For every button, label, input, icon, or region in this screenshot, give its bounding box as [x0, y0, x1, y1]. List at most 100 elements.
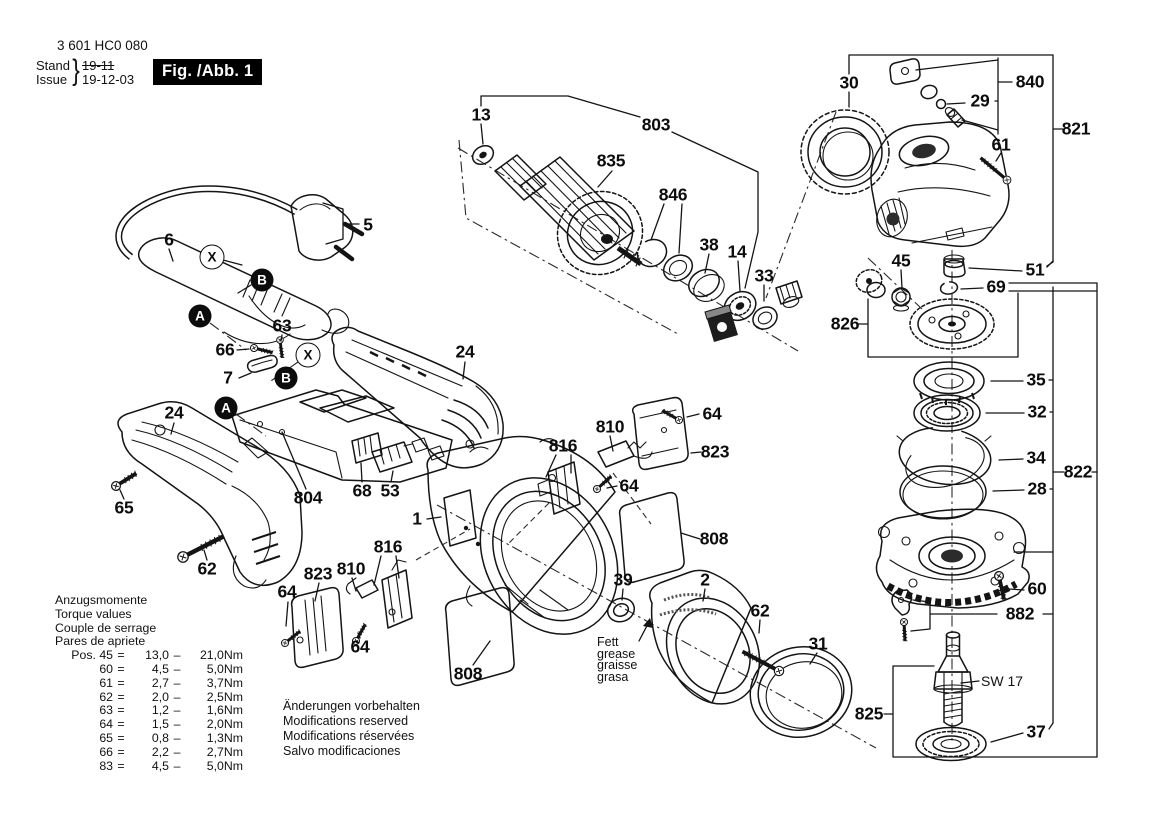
torque-row: 62=2,0–2,5Nm — [99, 689, 243, 704]
part-label-804: 804 — [293, 487, 323, 508]
part-label-53: 53 — [380, 480, 400, 501]
spanner-size-note: SW 17 — [981, 673, 1024, 689]
part-label-39: 39 — [613, 569, 633, 590]
part-label-821: 821 — [1061, 118, 1091, 139]
assembly-marker-A: A — [188, 304, 212, 328]
part-label-30: 30 — [839, 72, 859, 93]
torque-row: 64=1,5–2,0Nm — [99, 717, 243, 732]
torque-row: 60=4,5–5,0Nm — [99, 661, 243, 676]
handle-covers-drawing — [117, 326, 504, 589]
part-label-65: 65 — [114, 497, 134, 518]
issue-value: 19-12-03 — [82, 72, 135, 87]
part-label-816: 816 — [373, 536, 403, 557]
part-label-45: 45 — [891, 250, 911, 271]
part-label-37: 37 — [1026, 721, 1046, 742]
switch-module-drawing — [231, 354, 453, 483]
modifications-note-line: Änderungen vorbehalten — [283, 699, 420, 713]
part-label-823: 823 — [700, 441, 730, 462]
part-label-816: 816 — [548, 435, 578, 456]
part-label-6: 6 — [164, 229, 174, 250]
part-label-24: 24 — [164, 402, 184, 423]
part-label-826: 826 — [830, 313, 860, 334]
part-label-810: 810 — [595, 416, 625, 437]
part-label-24: 24 — [455, 341, 475, 362]
part-label-823: 823 — [303, 563, 333, 584]
bearing-flange-drawing — [875, 508, 1030, 616]
leader-lines — [119, 54, 1098, 758]
armature-drawing — [471, 144, 803, 342]
part-label-64: 64 — [277, 581, 297, 602]
assembly-marker-A: A — [214, 396, 238, 420]
part-label-64: 64 — [619, 475, 639, 496]
part-label-803: 803 — [641, 114, 671, 135]
torque-row: 63=1,2–1,6Nm — [99, 703, 243, 718]
torque-title-line: Torque values — [55, 606, 132, 621]
modifications-note-line: Modifications réservées — [283, 729, 415, 743]
part-label-825: 825 — [854, 703, 884, 724]
part-label-34: 34 — [1026, 447, 1046, 468]
part-label-1: 1 — [412, 508, 422, 529]
part-label-33: 33 — [754, 265, 774, 286]
part-label-51: 51 — [1025, 259, 1045, 280]
torque-row: 83=4,5–5,0Nm — [99, 758, 243, 773]
part-label-5: 5 — [363, 214, 373, 235]
modifications-note-line: Salvo modificaciones — [283, 744, 401, 758]
grease-note-line: grease — [597, 646, 636, 661]
part-label-64: 64 — [350, 636, 370, 657]
part-label-822: 822 — [1063, 461, 1093, 482]
part-label-32: 32 — [1027, 401, 1047, 422]
power-cord-drawing — [115, 185, 365, 345]
part-label-69: 69 — [986, 276, 1006, 297]
part-label-62: 62 — [197, 558, 217, 579]
bevel-gear-drawing — [855, 268, 995, 350]
torque-row: 66=2,2–2,7Nm — [99, 744, 243, 759]
part-label-60: 60 — [1027, 578, 1047, 599]
torque-title-line: Anzugsmomente — [55, 593, 148, 607]
drawing-part-number: 3 601 HC0 080 — [57, 38, 148, 53]
assembly-marker-B: B — [250, 268, 274, 292]
motor-housing-drawing — [426, 435, 619, 635]
screws-drawing — [108, 153, 1015, 680]
spindle-drawing — [915, 631, 987, 762]
torque-row: Pos. 45=13,0–21,0Nm — [71, 648, 243, 663]
brace-glyph: } — [72, 54, 80, 87]
part-label-29: 29 — [970, 90, 990, 111]
part-label-63: 63 — [272, 315, 292, 336]
part-label-846: 846 — [658, 184, 688, 205]
part-label-61: 61 — [991, 134, 1011, 155]
part-label-882: 882 — [1005, 603, 1035, 624]
part-label-835: 835 — [596, 150, 626, 171]
part-label-2: 2 — [700, 569, 710, 590]
part-label-35: 35 — [1026, 369, 1046, 390]
assembly-axes — [209, 111, 953, 749]
part-label-66: 66 — [215, 339, 235, 360]
part-label-7: 7 — [223, 367, 233, 388]
gear-housing-drawing — [800, 109, 1010, 248]
torque-row: 61=2,7–3,7Nm — [99, 675, 243, 690]
grease-note-line: Fett — [597, 635, 619, 649]
assembly-marker-X: X — [295, 342, 321, 368]
part-label-808: 808 — [699, 528, 729, 549]
grease-note-line: grasa — [597, 669, 629, 684]
part-label-840: 840 — [1015, 71, 1045, 92]
assembly-marker-X: X — [199, 244, 225, 270]
part-label-68: 68 — [352, 480, 372, 501]
stand-value: 19-11 — [82, 57, 115, 73]
part-label-13: 13 — [471, 104, 491, 125]
part-label-28: 28 — [1027, 478, 1047, 499]
figure-label: Fig. /Abb. 1 — [153, 59, 263, 85]
part-label-38: 38 — [699, 234, 719, 255]
stand-issue-block: Stand Issue } 19-11 19-12-03 — [36, 54, 135, 88]
torque-title-line: Couple de serrage — [55, 620, 157, 635]
part-label-808: 808 — [453, 663, 483, 684]
torque-row: 65=0,8–1,3Nm — [99, 730, 243, 745]
part-label-64: 64 — [702, 403, 722, 424]
grease-note-line: graisse — [597, 658, 638, 672]
bearing-stack-drawing — [896, 361, 992, 520]
